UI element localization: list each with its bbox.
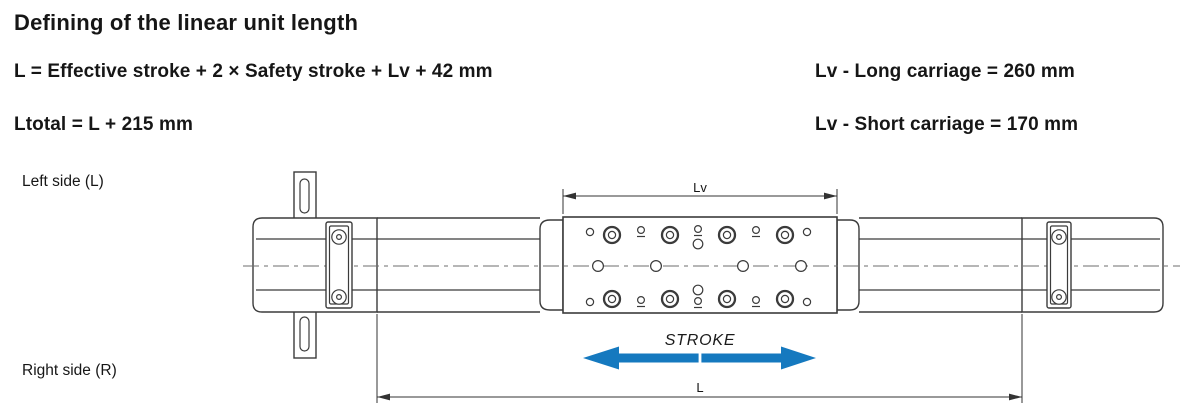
- dim-l-label: L: [696, 380, 703, 395]
- lv-long-carriage-value: Lv - Long carriage = 260 mm: [815, 61, 1075, 82]
- rail-profile-lines: [256, 217, 1160, 313]
- carriage-left-cap: [539, 219, 564, 311]
- formula-length: L = Effective stroke + 2 × Safety stroke…: [14, 61, 493, 82]
- left-side-label: Left side (L): [22, 173, 104, 190]
- left-end-block: [252, 217, 378, 313]
- lv-short-carriage-value: Lv - Short carriage = 170 mm: [815, 114, 1079, 135]
- right-clamp-plate: [1046, 221, 1072, 309]
- right-end-block: [1021, 217, 1164, 313]
- dimension-l: L: [376, 314, 1023, 403]
- dimension-lv: Lv: [562, 180, 838, 214]
- carriage-hole-pattern: [585, 225, 812, 309]
- mounting-bracket-top-icon: [293, 171, 317, 221]
- formula-total-length: Ltotal = L + 215 mm: [14, 114, 193, 135]
- right-side-label: Right side (R): [22, 362, 117, 379]
- dim-lv-label: Lv: [693, 180, 707, 195]
- stroke-indicator: STROKE: [583, 332, 816, 370]
- carriage-right-cap: [836, 219, 860, 311]
- stroke-label: STROKE: [665, 332, 736, 349]
- page-title: Defining of the linear unit length: [14, 10, 359, 35]
- left-clamp-plate: [325, 221, 353, 309]
- stroke-arrow-center-tick: [698, 351, 702, 365]
- mounting-bracket-bottom-icon: [293, 309, 317, 359]
